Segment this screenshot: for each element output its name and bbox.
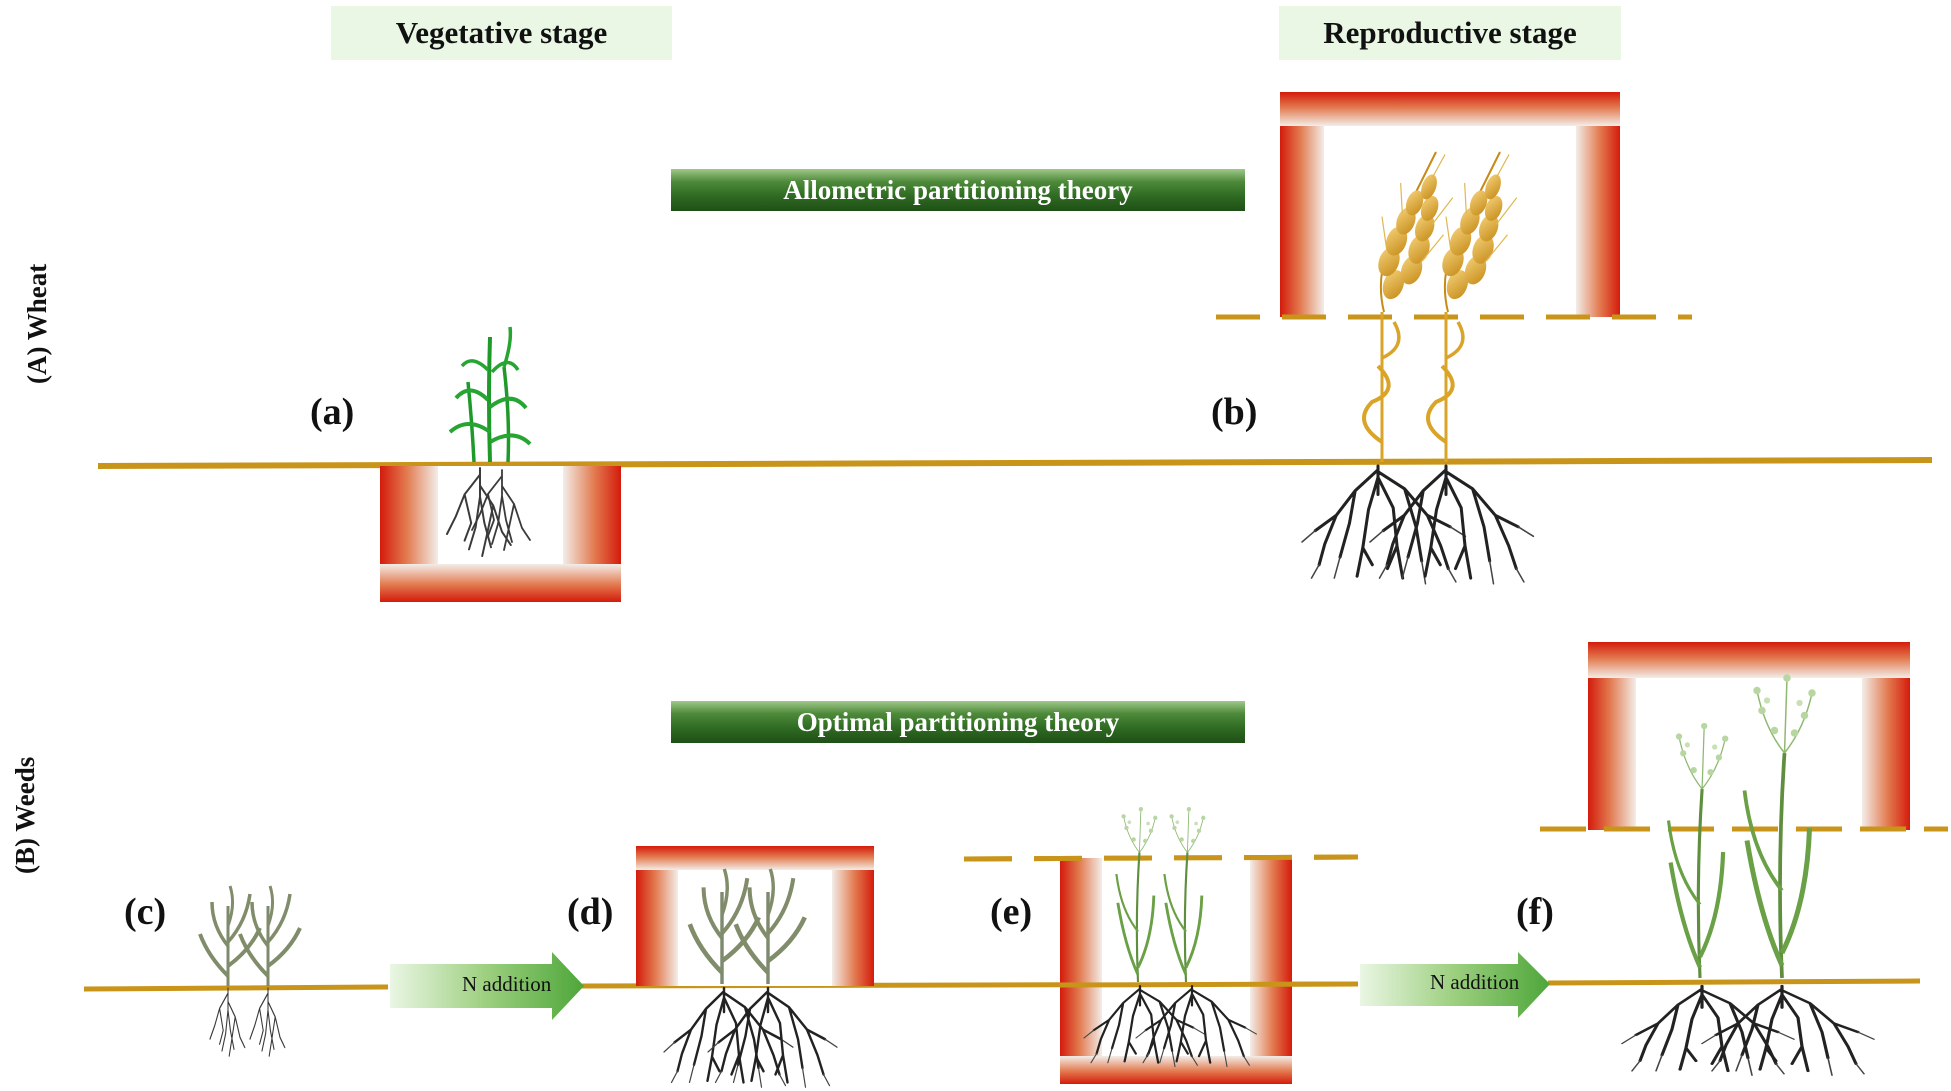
- arrow-right-icon: [390, 952, 584, 1020]
- ground-line-wheat: [97, 457, 1933, 469]
- stage-label-reproductive: Reproductive stage: [1279, 6, 1621, 60]
- panel-label-d: (d): [567, 891, 614, 933]
- root-icon: [1700, 984, 1876, 1077]
- arrow-right-icon: [1360, 952, 1550, 1018]
- belowground-box-e: [1060, 858, 1292, 1084]
- root-icon: [249, 987, 286, 1057]
- root-icon: [662, 986, 795, 1089]
- panel-label-f: (f): [1516, 891, 1554, 933]
- row-label-weeds: (B) Weeds: [10, 756, 40, 874]
- aboveground-box-f: [1588, 642, 1910, 830]
- theory-bar-allometric: Allometric partitioning theory: [671, 169, 1245, 211]
- belowground-box-a: [380, 466, 621, 602]
- seedling-icon: [448, 325, 532, 464]
- theory-bar-optimal: Optimal partitioning theory: [671, 701, 1245, 743]
- panel-label-c: (c): [124, 891, 167, 933]
- root-icon: [209, 987, 246, 1057]
- panel-label-e: (e): [990, 891, 1033, 933]
- ground-line-f: [1547, 978, 1921, 986]
- stage-label-vegetative: Vegetative stage: [331, 6, 672, 60]
- arrow-label-n-addition-2: N addition: [1430, 970, 1520, 994]
- arrow-label-n-addition-1: N addition: [462, 972, 552, 996]
- panel-label-b: (b): [1211, 391, 1258, 433]
- panel-label-a: (a): [310, 391, 355, 433]
- row-label-wheat: (A) Wheat: [22, 263, 52, 384]
- ground-line-c: [83, 984, 389, 992]
- weed-plant-icon: [198, 884, 262, 988]
